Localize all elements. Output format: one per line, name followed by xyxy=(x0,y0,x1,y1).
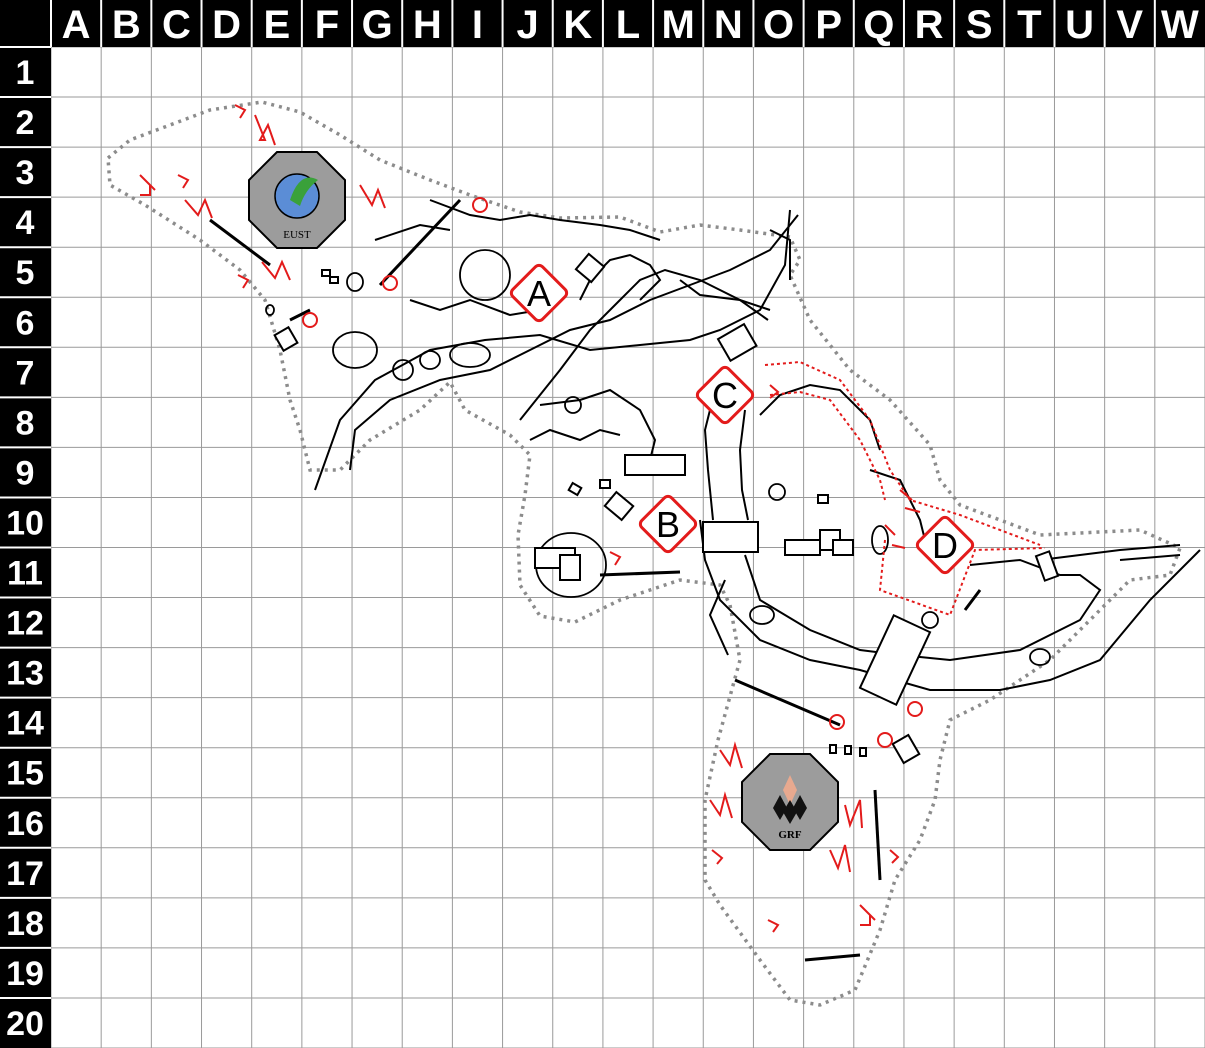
column-label-q: Q xyxy=(863,3,894,47)
objective-c-label: C xyxy=(712,375,738,416)
column-label-f: F xyxy=(315,3,339,47)
red-zone xyxy=(764,360,1046,617)
column-label-w: W xyxy=(1161,3,1199,47)
objective-a-label: A xyxy=(527,273,551,314)
objective-d[interactable]: D xyxy=(915,515,975,575)
column-label-r: R xyxy=(915,3,944,47)
column-label-p: P xyxy=(815,3,842,47)
column-label-d: D xyxy=(212,3,241,47)
objective-a[interactable]: A xyxy=(509,263,569,323)
row-label-7: 7 xyxy=(16,354,35,392)
column-label-b: B xyxy=(112,3,141,47)
row-label-14: 14 xyxy=(6,705,44,743)
column-label-n: N xyxy=(714,3,743,47)
row-label-2: 2 xyxy=(16,104,35,142)
objective-b[interactable]: B xyxy=(638,494,698,554)
base-grf: GRF xyxy=(741,753,839,851)
column-label-c: C xyxy=(162,3,191,47)
column-label-k: K xyxy=(563,3,592,47)
craters xyxy=(265,249,1051,666)
column-label-e: E xyxy=(263,3,290,47)
column-label-t: T xyxy=(1017,3,1041,47)
row-label-9: 9 xyxy=(16,454,35,492)
column-label-j: J xyxy=(517,3,539,47)
row-label-19: 19 xyxy=(6,955,44,993)
red-markers xyxy=(139,104,923,933)
map-grid xyxy=(50,46,1205,1048)
column-label-v: V xyxy=(1116,3,1143,47)
row-label-10: 10 xyxy=(6,504,44,542)
row-label-4: 4 xyxy=(16,204,35,242)
base-eust: EUST xyxy=(248,151,346,249)
column-label-s: S xyxy=(966,3,993,47)
row-header-bar xyxy=(0,0,51,1048)
objective-c[interactable]: C xyxy=(695,365,755,425)
grf-label: GRF xyxy=(778,829,802,841)
column-label-o: O xyxy=(763,3,794,47)
grf-logo-icon xyxy=(773,775,807,824)
column-label-g: G xyxy=(362,3,393,47)
eust-label: EUST xyxy=(283,229,311,241)
row-label-16: 16 xyxy=(6,805,44,843)
row-label-13: 13 xyxy=(6,655,44,693)
row-label-5: 5 xyxy=(16,254,35,292)
row-label-3: 3 xyxy=(16,154,35,192)
walls xyxy=(209,198,982,962)
objective-b-label: B xyxy=(656,504,680,545)
column-label-h: H xyxy=(413,3,442,47)
column-label-u: U xyxy=(1065,3,1094,47)
row-label-17: 17 xyxy=(6,855,44,893)
row-label-15: 15 xyxy=(6,755,44,793)
objective-d-label: D xyxy=(932,525,958,566)
row-label-12: 12 xyxy=(6,605,44,643)
column-label-m: M xyxy=(662,3,695,47)
row-label-11: 11 xyxy=(7,555,43,593)
structures xyxy=(273,252,1060,765)
row-label-6: 6 xyxy=(16,304,35,342)
column-label-l: L xyxy=(616,3,640,47)
row-label-1: 1 xyxy=(16,54,35,92)
column-label-i: I xyxy=(472,3,483,47)
column-label-a: A xyxy=(62,3,91,47)
row-label-20: 20 xyxy=(6,1005,44,1043)
row-label-8: 8 xyxy=(16,404,35,442)
row-label-18: 18 xyxy=(6,905,44,943)
